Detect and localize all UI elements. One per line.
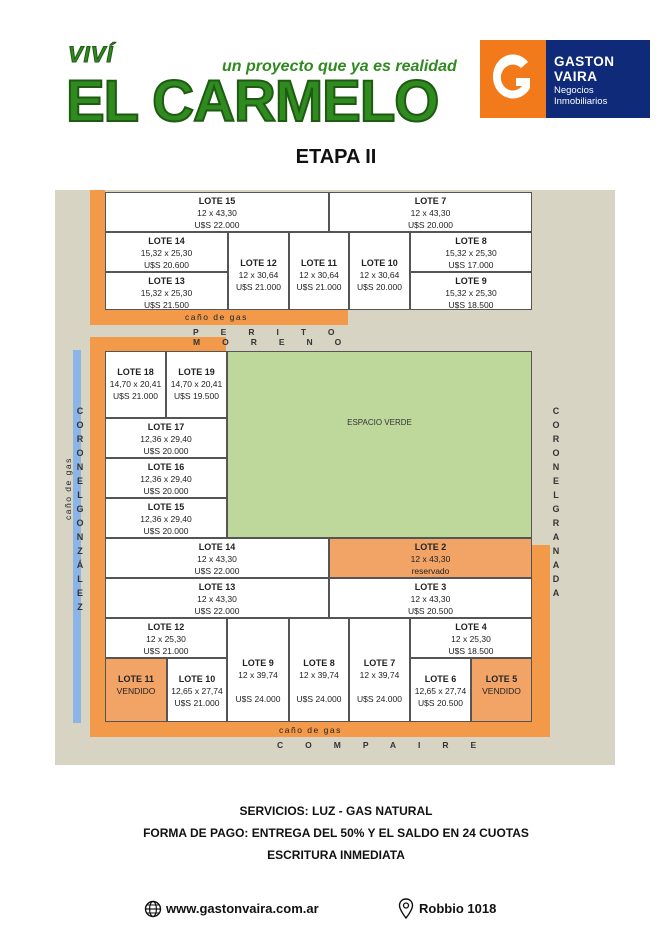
tagline: un proyecto que ya es realidad [222, 58, 457, 75]
logo-sub2: Inmobiliarios [554, 96, 608, 107]
gaston-vaira-logo: GASTON VAIRA Negocios Inmobiliarios [480, 40, 650, 118]
gas-label-top: caño de gas [185, 312, 248, 322]
gas-label-left: caño de gas [63, 457, 73, 520]
logo-line1: GASTON [554, 54, 615, 69]
logo-line2: VAIRA [554, 69, 598, 84]
logo-subtitle: Negocios Inmobiliarios [554, 85, 607, 107]
vivi-label: VIVÍ [68, 42, 114, 68]
street-compaire: COMPAIRE [277, 740, 499, 750]
stage-title: ETAPA II [295, 146, 377, 168]
logo-name: GASTON VAIRA [554, 54, 615, 84]
payment-text: FORMA DE PAGO: ENTREGA DEL 50% Y EL SALD… [143, 826, 529, 840]
deed-text: ESCRITURA INMEDIATA [267, 848, 405, 862]
website-link[interactable]: www.gastonvaira.com.ar [166, 901, 319, 916]
project-title: EL CARMELO [65, 69, 440, 134]
gas-label-bottom: caño de gas [279, 725, 342, 735]
services-text: SERVICIOS: LUZ - GAS NATURAL [239, 804, 433, 818]
gas-strip-top-left [90, 190, 105, 325]
gas-strip-top-bottom [90, 310, 348, 325]
logo-sub1: Negocios [554, 85, 594, 96]
street-coronel-granada: CORONEL GRANADA [549, 404, 563, 600]
gas-strip-main-top [90, 337, 226, 351]
blue-left-strip [73, 350, 81, 723]
map-pin-icon [398, 898, 414, 920]
street-left-label: CORONEL GONZÁLEZ [76, 406, 84, 612]
street-perito-moreno: PERITO MORENO [193, 327, 364, 347]
street-right-label: CORONEL GRANADA [552, 406, 560, 598]
globe-icon [144, 900, 162, 918]
gas-strip-main-left [90, 337, 105, 737]
street-coronel-gonzalez: CORONEL GONZÁLEZ [73, 404, 87, 614]
logo-orange-square [480, 40, 546, 118]
green-space: ESPACIO VERDE [227, 351, 532, 538]
gas-strip-main-bottom [90, 722, 550, 737]
address-text: Robbio 1018 [419, 901, 497, 916]
g-letter-icon [492, 54, 530, 99]
gas-strip-main-right [532, 545, 550, 737]
